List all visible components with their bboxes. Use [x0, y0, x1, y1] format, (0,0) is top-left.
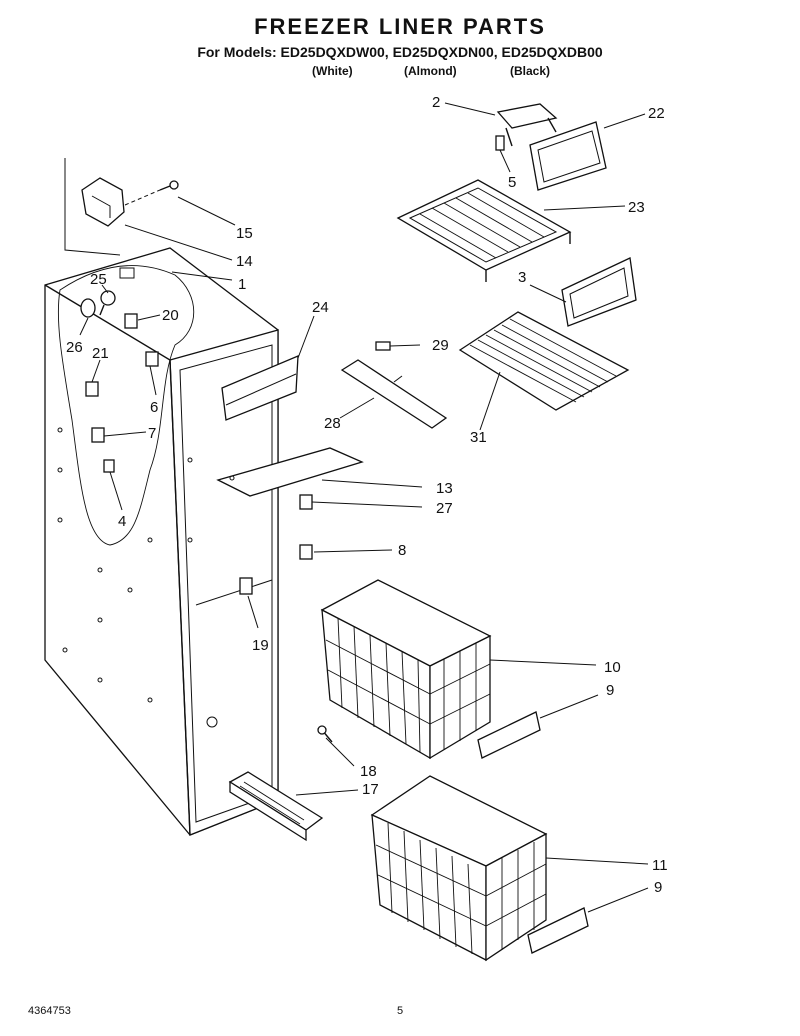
- model-numbers: For Models: ED25DQXDW00, ED25DQXDN00, ED…: [197, 44, 603, 60]
- clip-7: [91, 427, 105, 443]
- leader-lines: [79, 102, 649, 913]
- grommet-20: [124, 313, 138, 329]
- clip-21: [85, 381, 99, 397]
- callout-13: 13: [436, 480, 453, 497]
- freezer-liner-cabinet: [44, 158, 279, 836]
- callout-15: 15: [236, 225, 253, 242]
- plate-13: [216, 447, 364, 560]
- screw-15: [124, 180, 179, 206]
- callout-23: 23: [628, 199, 645, 216]
- bracket-28: [340, 341, 448, 429]
- trim-22: [529, 121, 607, 191]
- shelf-23: [396, 179, 572, 282]
- callout-18: 18: [360, 763, 377, 780]
- callout-26: 26: [66, 339, 83, 356]
- callout-10: 10: [604, 659, 621, 676]
- callout-19: 19: [252, 637, 269, 654]
- callout-21: 21: [92, 345, 109, 362]
- callout-7: 7: [148, 425, 156, 442]
- callout-9-lower: 9: [654, 879, 662, 896]
- lamp-26: [80, 298, 96, 318]
- basket-10: [320, 579, 541, 760]
- hinge-bracket-14: [81, 177, 125, 227]
- callout-labels: 2 22 5 23 15 14 1 25 20 26 21 6 7 4 24 3…: [66, 94, 668, 896]
- callout-14: 14: [236, 253, 253, 270]
- callout-28: 28: [324, 415, 341, 432]
- callout-31: 31: [470, 429, 487, 446]
- callout-9-upper: 9: [606, 682, 614, 699]
- document-number: 4364753: [28, 1005, 71, 1017]
- callout-4: 4: [118, 513, 126, 530]
- callout-27: 27: [436, 500, 453, 517]
- callout-24: 24: [312, 299, 329, 316]
- cabinet-holes: [57, 427, 233, 728]
- callout-29: 29: [432, 337, 449, 354]
- bracket-19: [239, 577, 253, 595]
- callout-25: 25: [90, 271, 107, 288]
- callout-2: 2: [432, 94, 440, 111]
- callout-11: 11: [652, 857, 668, 874]
- callout-17: 17: [362, 781, 379, 798]
- socket-25: [99, 290, 116, 316]
- callout-22: 22: [648, 105, 665, 122]
- callout-1: 1: [238, 276, 246, 293]
- callout-6: 6: [150, 399, 158, 416]
- plug-4: [103, 459, 115, 473]
- basket-11: [370, 775, 589, 962]
- page-number: 5: [396, 1005, 404, 1017]
- callout-3: 3: [518, 269, 526, 286]
- page-title: FREEZER LINER PARTS: [254, 14, 546, 39]
- finish-white: (White): [312, 64, 353, 78]
- cover-24: [221, 354, 299, 421]
- wire-shelf-31: [458, 311, 630, 411]
- shelf-support-2: [495, 103, 558, 151]
- trim-3: [561, 257, 637, 327]
- callout-20: 20: [162, 307, 179, 324]
- callout-8: 8: [398, 542, 406, 559]
- callout-5: 5: [508, 174, 516, 191]
- switch-6: [145, 351, 159, 367]
- toe-grille-17: [228, 725, 333, 842]
- finish-black: (Black): [510, 64, 551, 78]
- finish-almond: (Almond): [404, 64, 457, 78]
